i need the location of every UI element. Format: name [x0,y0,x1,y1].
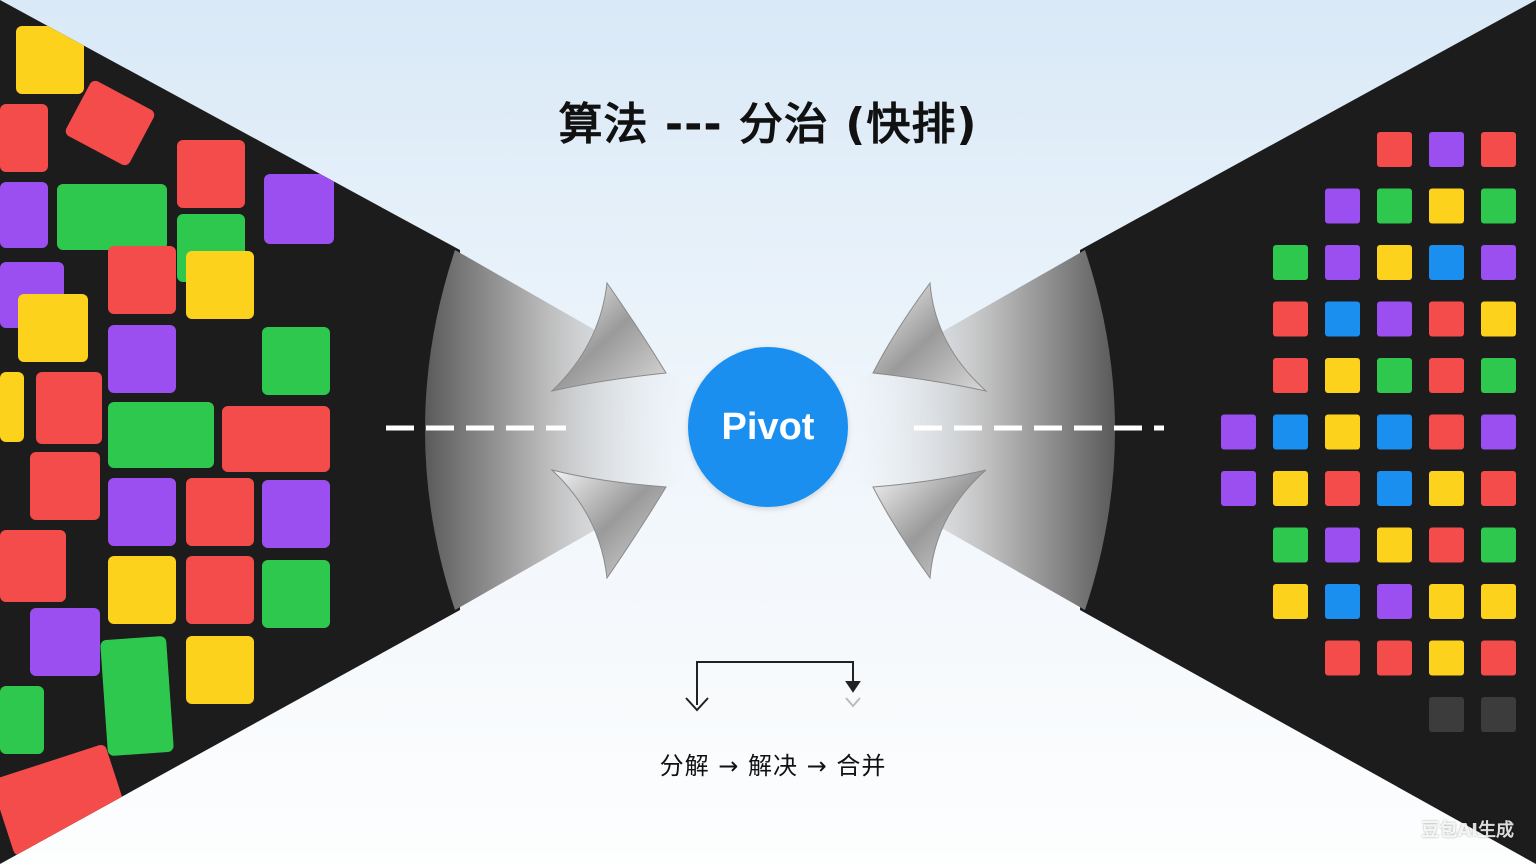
unsorted-block [264,174,334,244]
sorted-block [1481,471,1516,506]
unsorted-block [0,372,24,442]
sorted-block [1481,132,1516,167]
sorted-block [1429,527,1464,563]
sorted-block [1273,584,1308,619]
sorted-block [1377,245,1412,280]
sorted-block [1481,584,1516,619]
unsorted-block [0,530,66,602]
sorted-block [1429,132,1464,167]
unsorted-block [186,251,254,319]
flow-connector [685,661,861,712]
sorted-block [1325,358,1360,393]
sorted-block [1377,414,1412,450]
sorted-block [1377,640,1412,676]
sorted-block [1377,527,1412,563]
arrow-icon [872,469,987,580]
sorted-block [1429,471,1464,506]
unsorted-block [100,636,174,756]
unsorted-block [36,372,102,444]
sorted-block [1481,301,1516,337]
unsorted-block [186,636,254,704]
unsorted-block [0,686,44,754]
sorted-block [1377,471,1412,506]
sorted-block [1325,640,1360,676]
arrow-icon [550,281,667,392]
sorted-block [1429,358,1464,393]
unsorted-block [262,560,330,628]
sorted-block [1273,245,1308,280]
arrow-icon [550,469,667,580]
unsorted-block [262,327,330,395]
sorted-block [1377,358,1412,393]
unsorted-block [108,478,176,546]
sorted-block [1481,527,1516,563]
sorted-grid [1221,132,1516,732]
arrow-icon [872,281,988,392]
sorted-block [1325,414,1360,450]
unsorted-block [108,402,214,468]
unsorted-block [65,80,155,166]
sorted-block [1481,188,1516,224]
unsorted-blocks [0,26,334,856]
unsorted-block [57,184,167,250]
sorted-block [1481,414,1516,450]
steps-caption: 分解 → 解决 → 合并 [659,752,887,780]
sorted-block [1325,301,1360,337]
sorted-block [1481,697,1516,732]
sorted-block [1221,414,1256,450]
page-title: 算法 --- 分治 (快排) [558,99,978,150]
sorted-block [1273,358,1308,393]
unsorted-block [222,406,330,472]
sorted-block [1325,584,1360,619]
sorted-block [1377,188,1412,224]
sorted-block [1377,132,1412,167]
sorted-block [1325,188,1360,224]
sorted-block [1429,697,1464,732]
unsorted-block [186,556,254,624]
sorted-block [1481,245,1516,280]
sorted-block [1377,584,1412,619]
pivot-circle: Pivot [688,347,848,507]
unsorted-block [30,608,100,676]
sorted-block [1377,301,1412,337]
sorted-block [1481,358,1516,393]
unsorted-block [262,480,330,548]
sorted-block [1273,527,1308,563]
unsorted-block [16,26,84,94]
sorted-block [1481,640,1516,676]
sorted-block [1273,301,1308,337]
unsorted-block [177,140,245,208]
sorted-block [1273,414,1308,450]
unsorted-block [108,246,176,314]
sorted-block [1429,640,1464,676]
pivot-label: Pivot [721,405,815,448]
sorted-block [1429,188,1464,224]
sorted-block [1429,414,1464,450]
unsorted-block [0,104,48,172]
sorted-block [1429,245,1464,280]
sorted-block [1325,245,1360,280]
watermark: 豆包AI生成 [1421,820,1514,841]
unsorted-block [18,294,88,362]
unsorted-block [186,478,254,546]
sorted-block [1429,584,1464,619]
sorted-block [1325,471,1360,506]
unsorted-block [108,556,176,624]
unsorted-block [30,452,100,520]
sorted-block [1221,471,1256,506]
unsorted-block [108,325,176,393]
sorted-block [1273,471,1308,506]
sorted-block [1429,301,1464,337]
unsorted-block [0,182,48,248]
sorted-block [1325,527,1360,563]
